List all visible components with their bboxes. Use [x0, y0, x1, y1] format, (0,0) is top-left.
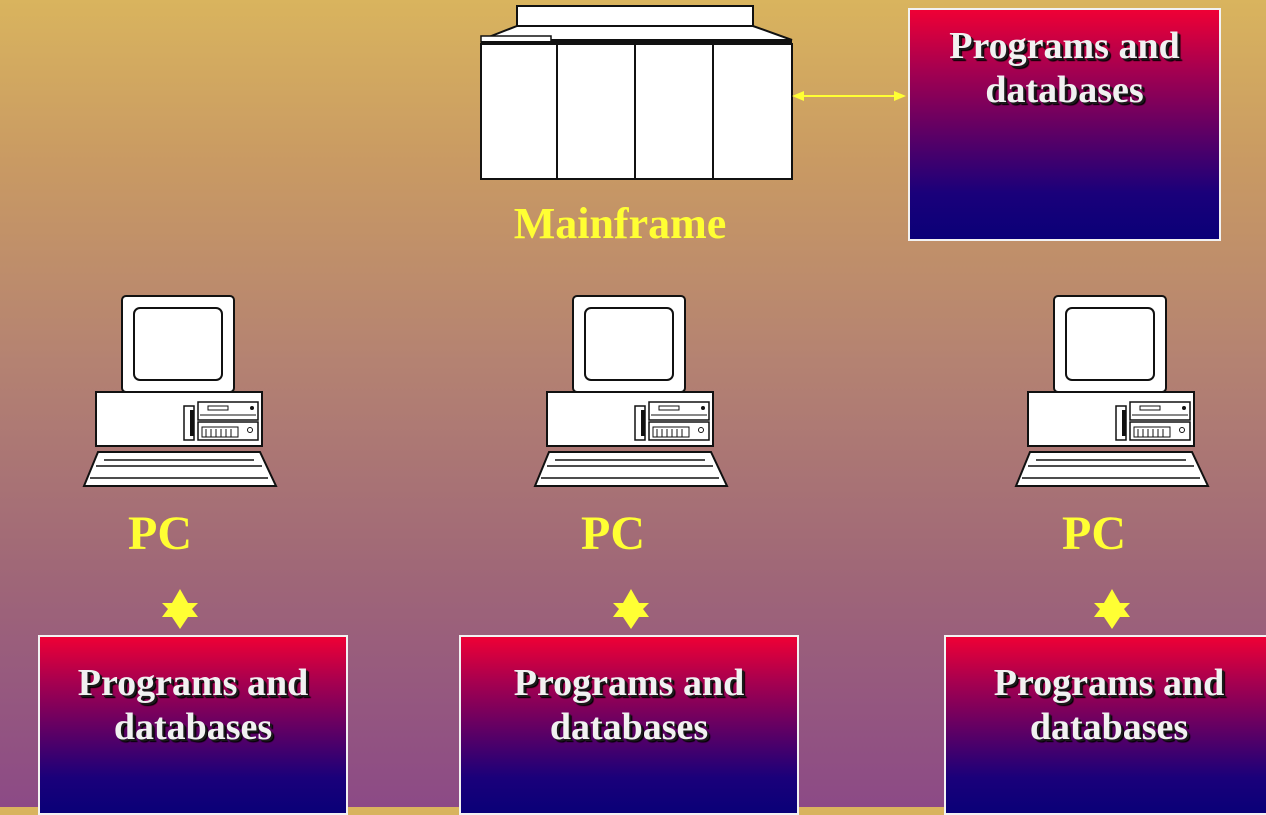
- pc-storage-box: Programs and databases: [459, 635, 799, 815]
- pc-storage-box: Programs and databases: [944, 635, 1266, 815]
- storage-label: Programs and databases: [513, 662, 745, 748]
- pc-label: PC: [581, 507, 645, 560]
- desktop-pc-icon: [534, 295, 728, 487]
- link-star-icon: [613, 589, 649, 629]
- storage-label: Programs and databases: [77, 662, 309, 748]
- storage-label: Programs and databases: [993, 662, 1225, 748]
- pc-label: PC: [1062, 507, 1126, 560]
- double-arrow-icon: [792, 91, 906, 101]
- storage-label: Programs and databases: [949, 25, 1180, 111]
- mainframe-storage-box: Programs and databases: [908, 8, 1221, 241]
- desktop-pc-icon: [82, 295, 278, 487]
- link-star-icon: [1094, 589, 1130, 629]
- pc-storage-box: Programs and databases: [38, 635, 348, 815]
- link-star-icon: [162, 589, 198, 629]
- mainframe-label: Mainframe: [513, 199, 727, 248]
- mainframe-icon: [480, 5, 793, 180]
- pc-label: PC: [128, 507, 192, 560]
- desktop-pc-icon: [1015, 295, 1209, 487]
